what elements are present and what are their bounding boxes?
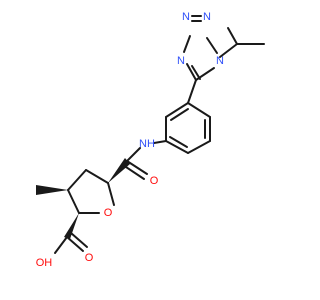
bond-acid-c-oh [54, 236, 68, 254]
bond-ring-c5-c4 [85, 169, 109, 184]
bond-bz-1 [187, 102, 211, 118]
bond-iso-me2 [227, 27, 238, 45]
bond-bz-3 [187, 140, 211, 154]
label-n-tz-top2: N [203, 11, 211, 23]
bond-acid-c-o-double [70, 232, 88, 248]
bond-acid-c-o [66, 236, 84, 252]
bond-tz-n4-c5 [186, 63, 197, 81]
bond-bz-6-double [170, 108, 189, 121]
wedge-c2-acid [64, 213, 79, 239]
atom-labels: N N N N NH O O OH O [36, 11, 224, 269]
structure-svg: N N N N NH O O OH O [36, 11, 265, 269]
wedge-bonds [36, 158, 130, 239]
bond-bz-4 [165, 140, 189, 154]
label-o-carbonyl: O [150, 175, 159, 187]
bond-bz-6 [165, 102, 189, 118]
bond-amide-co [126, 160, 148, 175]
bond-bz-4-double [169, 136, 188, 148]
bond-ring-o-c5 [107, 182, 115, 206]
bond-tz-benzene [187, 79, 197, 104]
label-o-ring: O [104, 207, 113, 219]
bond-tz-n4-c5-double [191, 65, 201, 80]
bond-tz-n2-n1 [206, 37, 218, 54]
bond-bz-nh [153, 140, 167, 144]
label-n-tz-left: N [177, 55, 185, 67]
wedge-c3-methyl [36, 185, 68, 195]
molecule-drawing: N N N N NH O O OH O [36, 11, 265, 269]
label-n-tz-top1: N [182, 11, 190, 23]
label-n-tz-right: N [216, 55, 224, 67]
bond-nh-amide-c [126, 147, 141, 162]
wedge-c5-amide [108, 158, 130, 183]
bond-amide-co-double [125, 166, 145, 180]
bond-ring-c4-c3 [67, 169, 87, 191]
bond-iso-ch [219, 43, 238, 58]
label-nh-amide: NH [139, 138, 155, 150]
label-oh-acid: OH [36, 257, 53, 269]
bond-tz-c5-n1 [195, 67, 215, 81]
bonds [54, 27, 265, 254]
tetrazole-top-bonds [191, 15, 202, 22]
bond-ring-c3-c2 [67, 189, 80, 214]
bond-tz-n3-n4 [183, 35, 191, 53]
label-o-acid: O [85, 252, 94, 264]
